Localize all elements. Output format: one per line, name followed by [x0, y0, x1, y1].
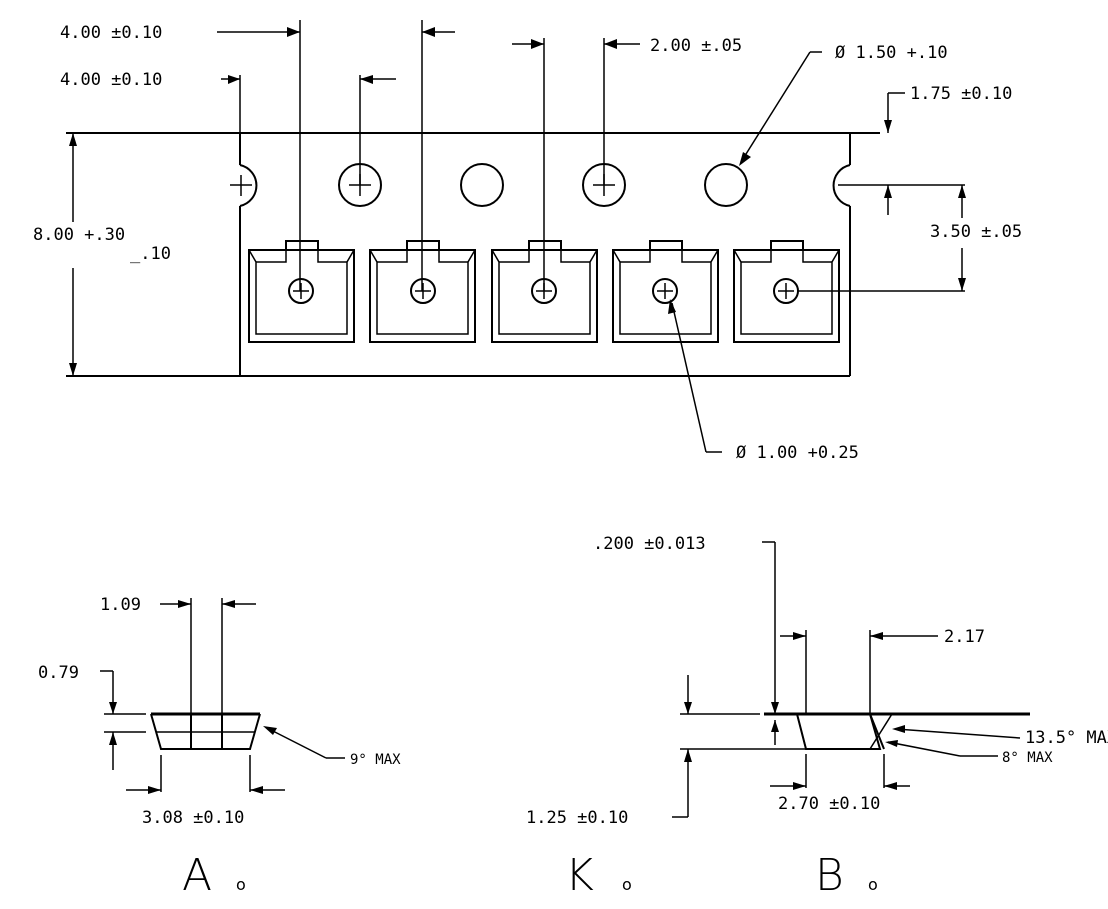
section-a-height: 0.79: [38, 663, 79, 683]
dim-hole-to-pocket: [512, 39, 640, 49]
section-a-label-sub: o: [236, 875, 246, 894]
section-k-thickness: .200 ±0.013: [593, 534, 706, 554]
section-k-depth: 1.25 ±0.10: [526, 808, 628, 828]
section-a-width: 3.08 ±0.10: [142, 808, 244, 828]
section-b-label: B: [815, 850, 844, 901]
dim-tape-width: [69, 133, 77, 376]
pockets: [248, 240, 965, 343]
section-a-drawing: [100, 598, 345, 794]
dim-hole-to-center: [958, 185, 966, 291]
dim-tape-width-label: 8.00 +.30: [33, 225, 125, 245]
section-b-angle2: 8° MAX: [1002, 750, 1053, 766]
section-b-top-length: 2.17: [944, 627, 985, 647]
pocket-hole-diameter-label: Ø 1.00 +0.25: [736, 443, 859, 463]
extension-lines: [66, 20, 880, 377]
dim-hole-to-pocket-label: 2.00 ±.05: [650, 36, 742, 56]
section-kb-drawing: [672, 541, 1030, 818]
section-a-top-width: 1.09: [100, 595, 141, 615]
dim-edge-to-hole-label: 1.75 ±0.10: [910, 84, 1012, 104]
sprocket-holes: [230, 163, 965, 207]
section-a-label: A: [182, 850, 212, 901]
section-b-length: 2.70 ±0.10: [778, 794, 880, 814]
dim-edge-to-hole: [884, 92, 905, 215]
section-b-label-sub: o: [868, 875, 878, 894]
dim-pitch-second: [221, 75, 396, 84]
sprocket-diameter-label: Ø 1.50 +.10: [835, 43, 948, 63]
leader-sprocket-diameter: [739, 51, 822, 166]
dim-pitch-top: [217, 27, 455, 37]
leader-pocket-hole: [668, 299, 722, 453]
dim-pitch-second-label: 4.00 ±0.10: [60, 70, 162, 90]
dim-hole-to-center-label: 3.50 ±.05: [930, 222, 1022, 242]
section-a-angle: 9° MAX: [350, 752, 401, 768]
section-k-label: K: [565, 850, 594, 901]
section-b-angle1: 13.5° MAX: [1025, 728, 1108, 748]
section-k-label-sub: o: [622, 875, 632, 894]
dim-pitch-top-label: 4.00 ±0.10: [60, 23, 162, 43]
dim-tape-width-tol: _.10: [130, 244, 171, 264]
